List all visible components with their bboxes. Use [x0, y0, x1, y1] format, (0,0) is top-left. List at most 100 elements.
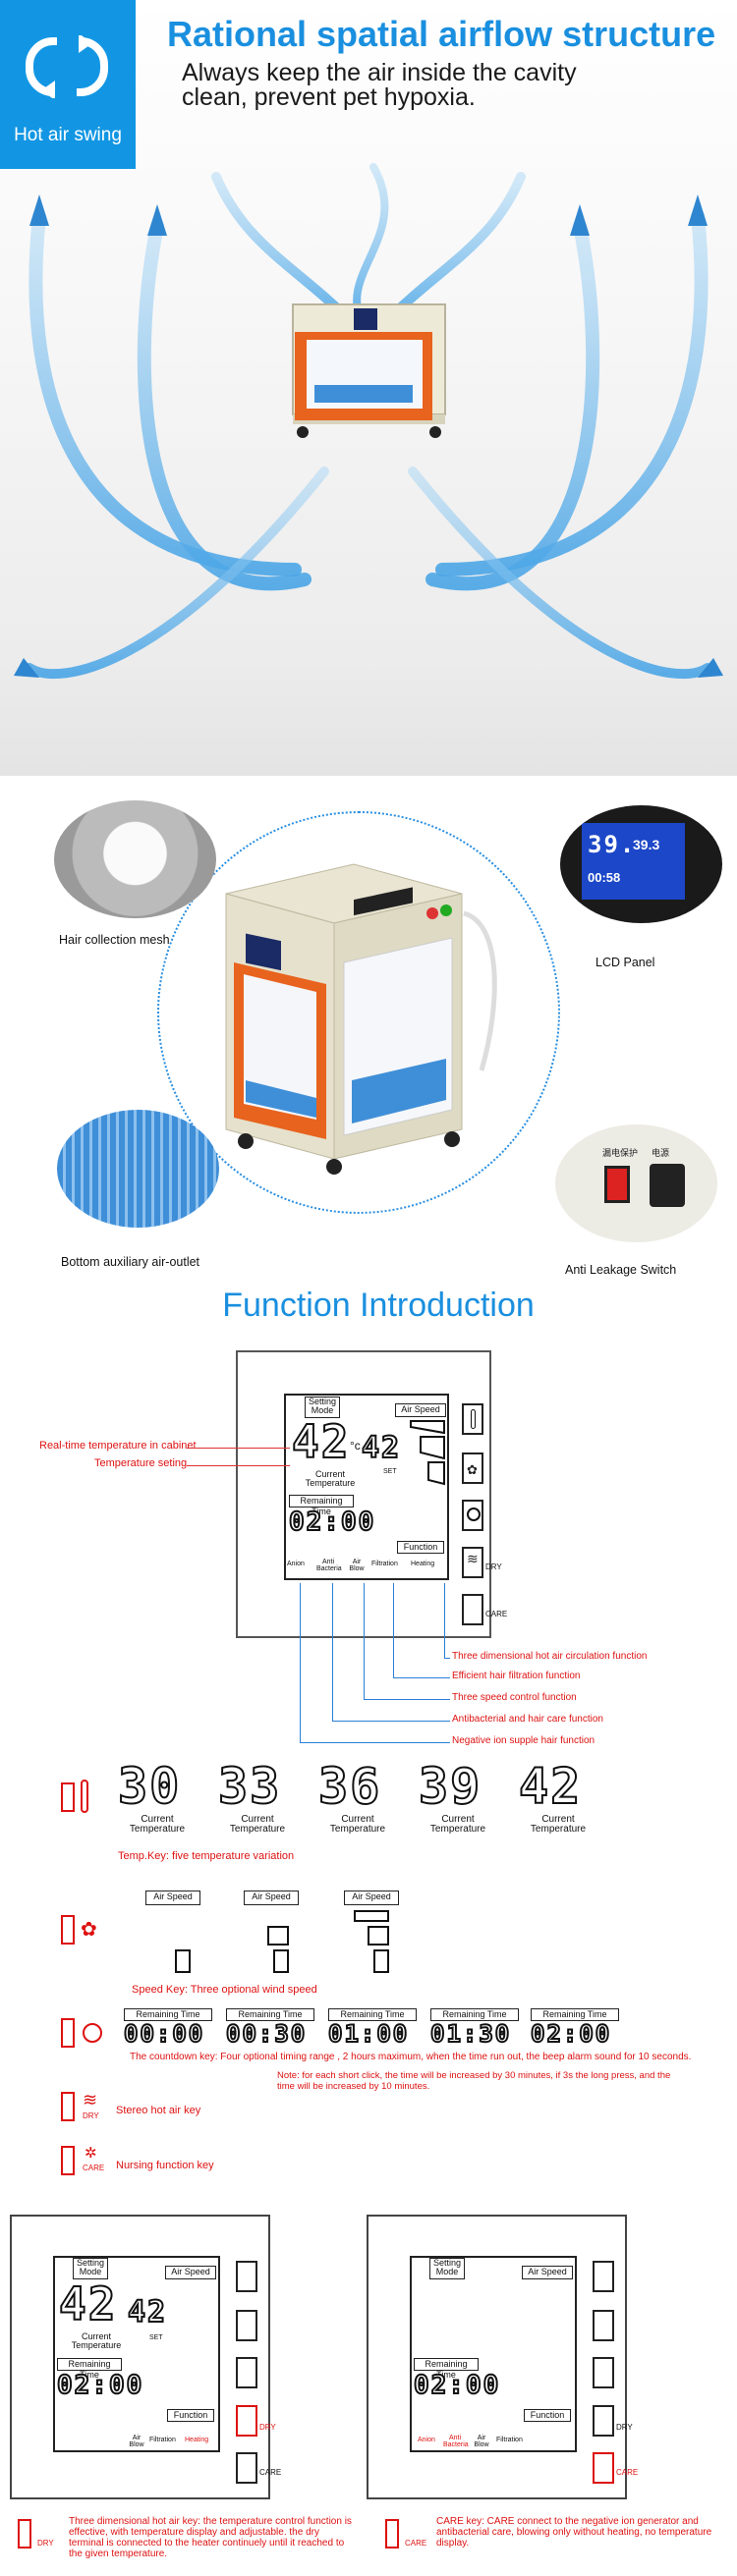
care-panel-dry-key[interactable]	[593, 2405, 614, 2437]
dry-function-label: Function	[173, 2410, 208, 2420]
function-intro-title: Function Introduction	[222, 1287, 535, 1324]
remaining-time-label-0000: Remaining Time	[136, 2009, 200, 2019]
temp-caption-42: Current Temperature	[530, 1814, 587, 1835]
timer-key[interactable]	[462, 1500, 483, 1531]
stereo-key-caption: Stereo hot air key	[116, 2105, 201, 2116]
annotation-hair-filtration: Efficient hair filtration function	[452, 1671, 581, 1681]
dry-panel-speed-key[interactable]	[236, 2310, 257, 2341]
care-filtration-label: Filtration	[496, 2437, 523, 2443]
care-panel-speed-key[interactable]	[593, 2310, 614, 2341]
speed-key[interactable]: ✿	[462, 1452, 483, 1484]
care-note: CARE key: CARE connect to the negative i…	[436, 2516, 712, 2549]
timer-option-0000: Remaining Time 00:00	[123, 2008, 212, 2049]
dry-remaining-time-label: Remaining Time	[68, 2359, 111, 2380]
temp-option-36: 36 Current Temperature	[317, 1757, 412, 1836]
air-speed-box: Air Speed	[395, 1403, 446, 1417]
temp-caption-39: Current Temperature	[429, 1814, 486, 1835]
dry-key[interactable]: ≋	[462, 1547, 483, 1578]
cabinet-large	[225, 863, 497, 1175]
airflow-arrow-left-inner	[137, 219, 312, 591]
temp-unit: °c	[350, 1439, 361, 1452]
dry-panel-temp-key[interactable]	[236, 2261, 257, 2292]
temp-option-39: 39 Current Temperature	[418, 1757, 512, 1836]
dry-function-box: Function	[167, 2409, 214, 2422]
fan-icon: ✿	[467, 1462, 478, 1477]
temp-value-42: 42	[518, 1757, 583, 1816]
dry-set-temp: 42	[127, 2294, 168, 2330]
function-label: Function	[403, 1542, 438, 1552]
timer-option-0200: Remaining Time 02:00	[530, 2008, 619, 2049]
remaining-time-label: Remaining Time	[300, 1496, 343, 1516]
dry-panel-timer-key[interactable]	[236, 2357, 257, 2388]
leader-h-3	[364, 1699, 450, 1700]
current-temp-label: Current Temperature	[305, 1469, 356, 1488]
timer-value-0200: 02:00	[530, 2019, 612, 2049]
dry-note-label: DRY	[37, 2539, 54, 2548]
badge-label: Hot air swing	[14, 125, 122, 145]
care-panel-care-key[interactable]	[593, 2452, 614, 2484]
care-function-box: Function	[524, 2409, 571, 2422]
care-note-icon-box	[385, 2519, 399, 2549]
care-air-blow-label: Air Blow	[474, 2435, 489, 2448]
leader-h-4	[332, 1721, 450, 1722]
timer-value-0030: 00:30	[225, 2019, 308, 2049]
fan-icon: ✿	[81, 1919, 97, 1941]
care-remaining-time-box: Remaining Time	[414, 2358, 479, 2380]
annotation-negative-ion: Negative ion supple hair function	[452, 1735, 595, 1746]
speed-bar	[354, 1910, 389, 1922]
dry-current-temp-label: Current Temperature	[71, 2331, 122, 2350]
care-remaining-time-label: Remaining Time	[425, 2359, 468, 2380]
anion-label: Anion	[287, 1561, 305, 1567]
airflow-title: Rational spatial airflow structure	[167, 14, 716, 54]
wave-icon: ≋	[83, 2090, 98, 2110]
filtration-label: Filtration	[371, 1561, 398, 1567]
timer-value-0100: 01:00	[327, 2019, 410, 2049]
stereo-dry-label: DRY	[83, 2111, 99, 2120]
temp-value-33: 33	[217, 1757, 282, 1816]
hair-mesh-label: Hair collection mesh	[59, 933, 170, 947]
remaining-time-label-0130: Remaining Time	[442, 2009, 507, 2019]
care-key[interactable]	[462, 1594, 483, 1625]
care-air-speed-box: Air Speed	[522, 2266, 573, 2279]
temp-caption-30: Current Temperature	[129, 1814, 186, 1835]
leakage-switch-button[interactable]	[604, 1166, 630, 1203]
countdown-note-2: Note: for each short click, the time wil…	[277, 2070, 671, 2092]
thermometer-icon	[81, 1780, 88, 1813]
timer-key-icon-box	[61, 2018, 75, 2048]
speed-key-caption: Speed Key: Three optional wind speed	[132, 1984, 317, 1996]
air-speed-label: Air Speed	[401, 1404, 440, 1414]
lcd-panel-label: LCD Panel	[595, 956, 655, 969]
power-switch[interactable]	[650, 1164, 685, 1207]
temp-value-36: 36	[317, 1757, 382, 1816]
leakage-switch-photo: 漏电保护 电源	[555, 1124, 717, 1242]
realtime-temp-line	[187, 1448, 290, 1449]
countdown-note: The countdown key: Four optional timing …	[130, 2052, 692, 2062]
remaining-time-label-0100: Remaining Time	[340, 2009, 405, 2019]
care-panel-temp-key[interactable]	[593, 2261, 614, 2292]
switch-label-2: 电源	[652, 1148, 670, 1158]
care-panel-timer-key[interactable]	[593, 2357, 614, 2388]
dry-remaining-time-box: Remaining Time	[57, 2358, 122, 2380]
cabinet-small	[292, 303, 446, 438]
temp-option-33: 33 Current Temperature	[217, 1757, 312, 1836]
care-label: CARE	[485, 1610, 508, 1618]
dry-panel-care-key[interactable]	[236, 2452, 257, 2484]
care-setting-mode-label: Setting Mode	[432, 2258, 462, 2276]
lcd-time-display: 00:58	[588, 870, 621, 885]
temp-key-icon-box	[61, 1782, 75, 1812]
speed-key-icon-box	[61, 1915, 75, 1945]
leader-h-1	[444, 1658, 450, 1659]
leakage-switch-label: Anti Leakage Switch	[565, 1263, 677, 1277]
clock-icon	[83, 2023, 102, 2043]
wave-icon: ≋	[467, 1551, 479, 1566]
dry-panel-dry-key[interactable]	[236, 2405, 257, 2437]
airflow-section: Hot air swing Rational spatial airflow s…	[0, 0, 737, 776]
set-temp-display: 42	[361, 1430, 402, 1466]
remaining-time-label-0200: Remaining Time	[542, 2009, 607, 2019]
bottom-outlet-label: Bottom auxiliary air-outlet	[61, 1255, 200, 1269]
temp-key[interactable]	[462, 1403, 483, 1435]
leader-line-5	[300, 1583, 301, 1742]
leader-h-5	[300, 1742, 450, 1743]
dry-setting-mode-box: Setting Mode	[73, 2258, 108, 2279]
dry-air-speed-label: Air Speed	[171, 2267, 210, 2276]
